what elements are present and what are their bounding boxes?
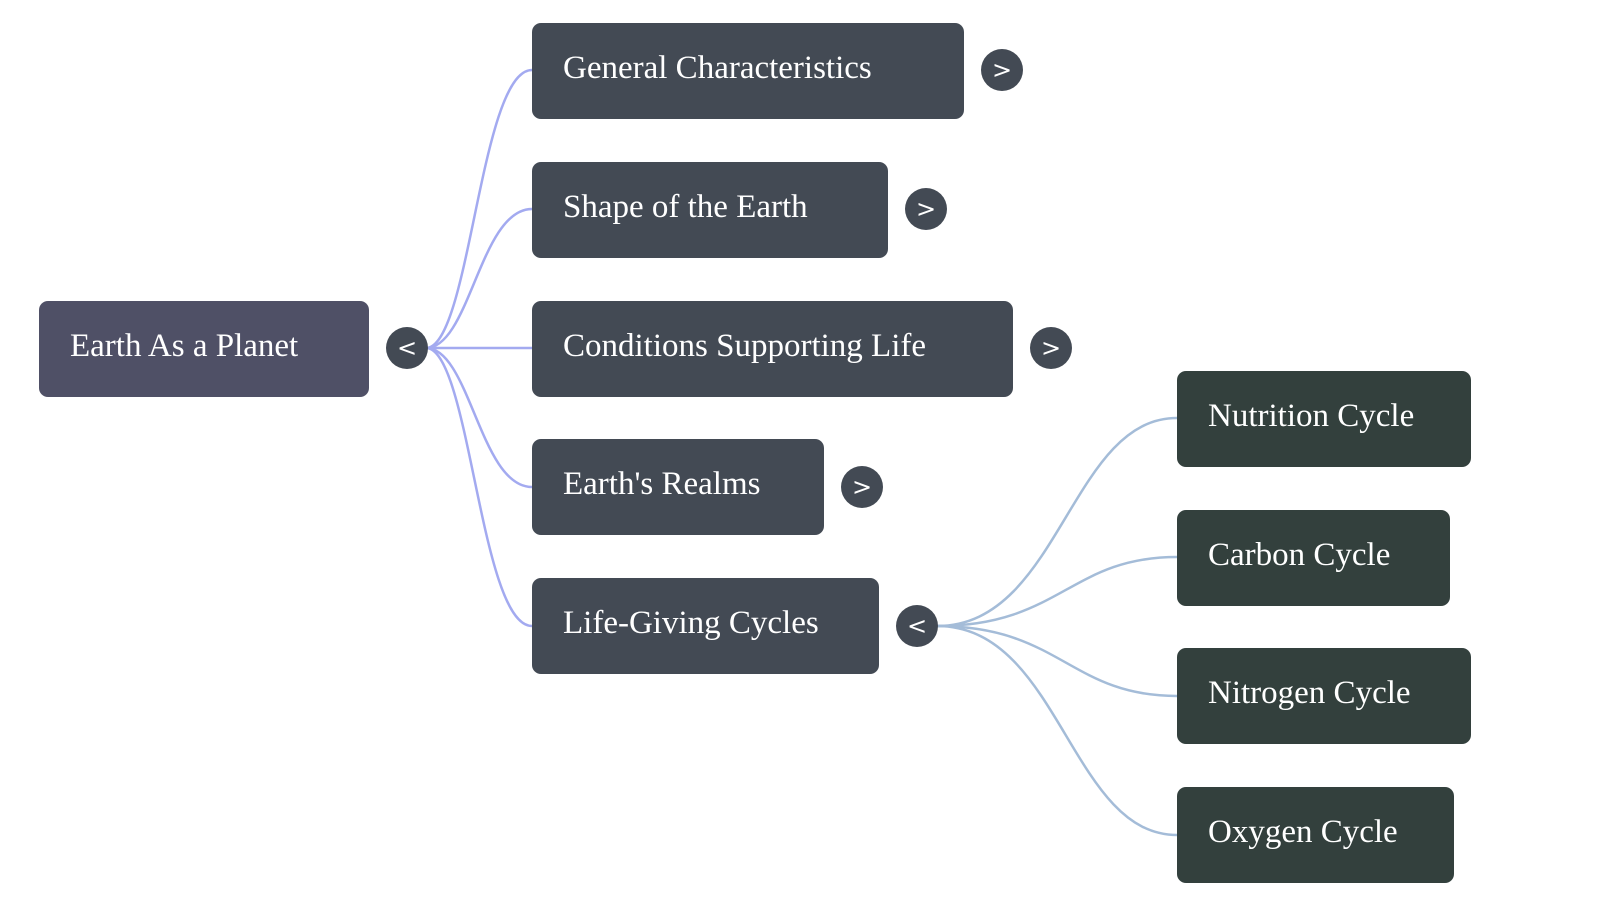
chevron-right-icon: >	[1040, 334, 1062, 362]
collapse-life-giving-cycles-toggle[interactable]: <	[896, 605, 938, 647]
leaf-node-label: Oxygen Cycle	[1208, 813, 1398, 850]
edge-cycles-carbon	[936, 555, 1178, 628]
chevron-right-icon: >	[991, 56, 1013, 84]
chevron-left-icon: <	[906, 612, 928, 640]
branch-node-conditions-supporting-life[interactable]: Conditions Supporting Life	[532, 301, 1013, 397]
branch-node-label: Life-Giving Cycles	[563, 604, 819, 641]
chevron-left-icon: <	[396, 334, 418, 362]
edge-root-earths-realms	[425, 346, 533, 489]
branch-node-shape-of-the-earth[interactable]: Shape of the Earth	[532, 162, 888, 258]
branch-node-label: Conditions Supporting Life	[563, 327, 926, 364]
edge-root-life-giving-cycles	[425, 346, 533, 628]
edge-root-shape-of-earth	[425, 207, 533, 350]
leaf-node-label: Carbon Cycle	[1208, 536, 1391, 573]
expand-general-characteristics-toggle[interactable]: >	[981, 49, 1023, 91]
root-node-label: Earth As a Planet	[70, 327, 299, 364]
leaf-node-nitrogen-cycle[interactable]: Nitrogen Cycle	[1177, 648, 1471, 744]
expand-shape-of-the-earth-toggle[interactable]: >	[905, 188, 947, 230]
expand-earths-realms-toggle[interactable]: >	[841, 466, 883, 508]
branch-node-label: Earth's Realms	[563, 465, 761, 502]
edge-cycles-nutrition	[936, 416, 1178, 628]
expand-conditions-supporting-life-toggle[interactable]: >	[1030, 327, 1072, 369]
leaf-node-oxygen-cycle[interactable]: Oxygen Cycle	[1177, 787, 1454, 883]
branch-node-general-characteristics[interactable]: General Characteristics	[532, 23, 964, 119]
branch-node-label: Shape of the Earth	[563, 188, 808, 225]
chevron-right-icon: >	[851, 473, 873, 501]
leaf-node-label: Nutrition Cycle	[1208, 397, 1415, 434]
collapse-root-toggle[interactable]: <	[386, 327, 428, 369]
edge-cycles-oxygen	[936, 624, 1178, 837]
branch-node-label: General Characteristics	[563, 49, 872, 86]
chevron-right-icon: >	[915, 195, 937, 223]
leaf-node-label: Nitrogen Cycle	[1208, 674, 1411, 711]
edge-cycles-nitrogen	[936, 624, 1178, 698]
branch-node-life-giving-cycles[interactable]: Life-Giving Cycles	[532, 578, 879, 674]
root-node[interactable]: Earth As a Planet	[39, 301, 369, 397]
branch-node-earths-realms[interactable]: Earth's Realms	[532, 439, 824, 535]
edge-root-general-characteristics	[425, 68, 533, 350]
leaf-node-nutrition-cycle[interactable]: Nutrition Cycle	[1177, 371, 1471, 467]
leaf-node-carbon-cycle[interactable]: Carbon Cycle	[1177, 510, 1450, 606]
